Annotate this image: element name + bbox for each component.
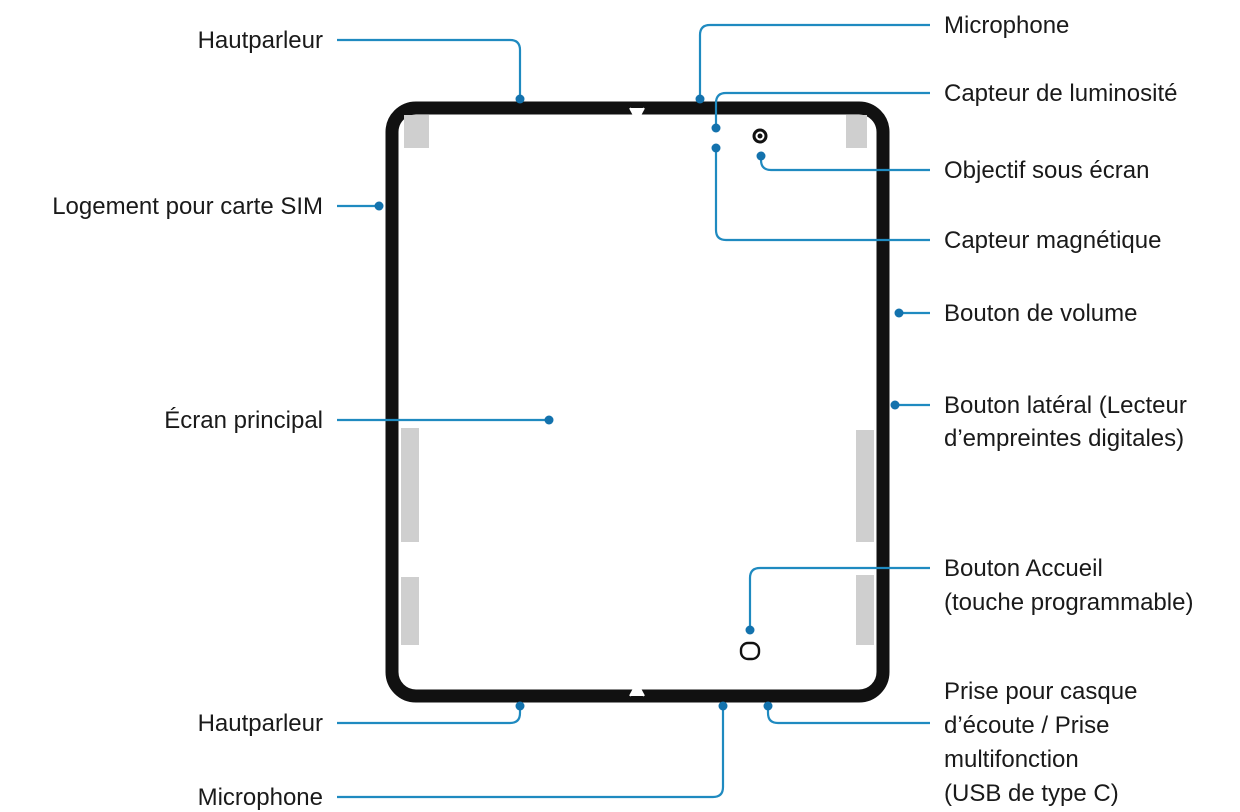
label-usb-port-line-1: Prise pour casque	[944, 678, 1137, 705]
dot-microphone-bottom	[718, 701, 728, 711]
labels-left: Hautparleur Logement pour carte SIM Écra…	[52, 27, 323, 811]
fold-notch-bottom	[629, 680, 645, 697]
label-volume-button: Bouton de volume	[944, 300, 1137, 327]
label-usb-port-line-3: multifonction	[944, 746, 1079, 773]
labels-right: Microphone Capteur de luminosité Objecti…	[944, 12, 1193, 807]
label-side-button-line-2: d’empreintes digitales)	[944, 425, 1184, 452]
label-magnetic-sensor: Capteur magnétique	[944, 227, 1161, 254]
label-usb-port-line-4: (USB de type C)	[944, 780, 1119, 807]
device-frame	[385, 101, 890, 703]
dot-home-button	[745, 625, 755, 635]
leader-usb-port	[766, 706, 930, 725]
hinge-pad-left-bottom	[401, 577, 419, 645]
label-light-sensor: Capteur de luminosité	[944, 80, 1177, 107]
dot-magnetic-sensor	[711, 143, 721, 153]
callout-dots	[374, 94, 904, 711]
dot-microphone-top	[695, 94, 705, 104]
label-side-button-line-1: Bouton latéral (Lecteur	[944, 392, 1187, 419]
home-button-icon	[739, 641, 761, 661]
leader-speaker-top	[337, 38, 522, 99]
hinge-pad-right-top	[846, 115, 867, 148]
dot-side-button	[890, 400, 900, 410]
leader-lines	[337, 23, 930, 799]
dot-volume-button	[894, 308, 904, 318]
label-main-screen: Écran principal	[164, 407, 323, 434]
leader-light-sensor	[714, 91, 930, 128]
leader-home-button	[748, 566, 930, 630]
fold-notch-top	[629, 107, 645, 124]
dot-light-sensor	[711, 123, 721, 133]
leader-microphone-top	[698, 23, 930, 99]
dot-usb-port	[763, 701, 773, 711]
label-speaker-bottom: Hautparleur	[198, 710, 323, 737]
label-sim-tray: Logement pour carte SIM	[52, 193, 323, 220]
label-home-button-line-1: Bouton Accueil	[944, 555, 1103, 582]
label-under-display-camera: Objectif sous écran	[944, 157, 1149, 184]
leader-speaker-bottom	[337, 706, 522, 725]
dot-under-display-camera	[756, 151, 766, 161]
device-body	[385, 101, 890, 703]
label-speaker-top: Hautparleur	[198, 27, 323, 54]
label-microphone-top: Microphone	[944, 12, 1069, 39]
hinge-pad-right-middle	[856, 430, 874, 542]
label-usb-port-line-2: d’écoute / Prise	[944, 712, 1109, 739]
label-home-button-line-2: (touche programmable)	[944, 589, 1193, 616]
hinge-pad-left-top	[404, 115, 429, 148]
leader-magnetic-sensor	[714, 148, 930, 242]
hinge-pad-left-middle	[401, 428, 419, 542]
dot-sim-tray	[374, 201, 384, 211]
dot-speaker-bottom	[515, 701, 525, 711]
camera-icon	[752, 128, 768, 144]
hinge-pad-right-bottom	[856, 575, 874, 645]
dot-main-screen	[544, 415, 554, 425]
leader-microphone-bottom	[337, 706, 725, 799]
label-microphone-bottom: Microphone	[198, 784, 323, 811]
dot-speaker-top	[515, 94, 525, 104]
